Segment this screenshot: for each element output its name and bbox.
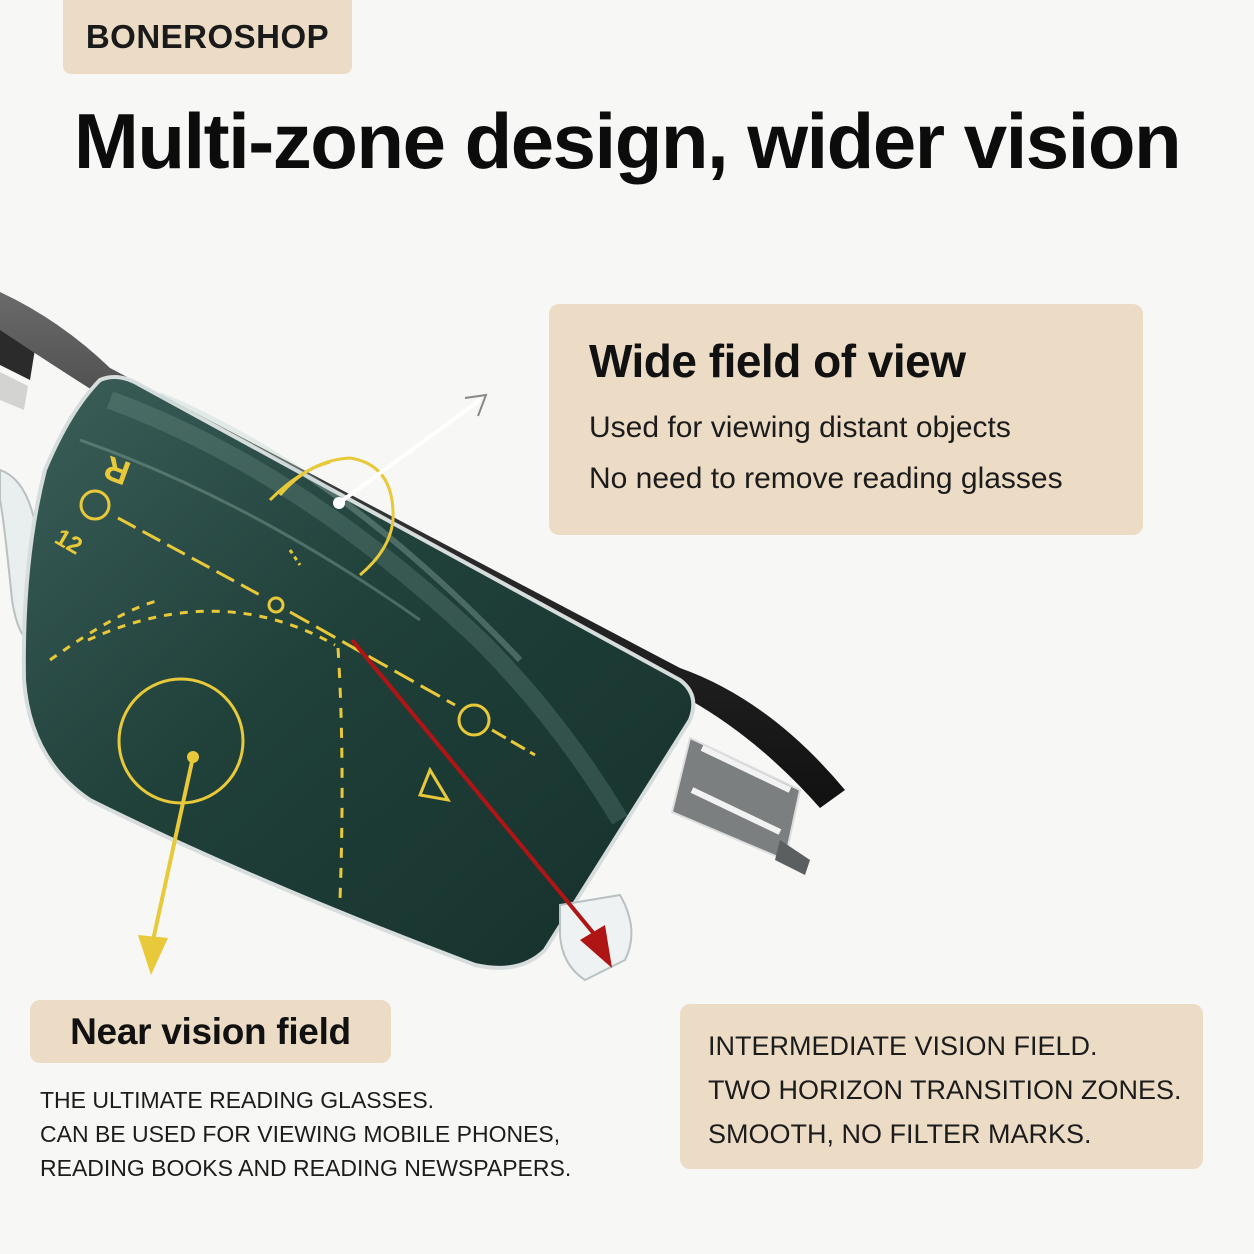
wide-field-arrow	[337, 398, 482, 505]
brand-label: BONEROSHOP	[63, 0, 352, 74]
wide-field-line-2: No need to remove reading glasses	[589, 462, 1063, 495]
intermediate-line-3: SMOOTH, NO FILTER MARKS.	[708, 1119, 1092, 1149]
wide-field-title: Wide field of view	[589, 335, 966, 387]
lens	[21, 374, 696, 970]
near-field-description: THE ULTIMATE READING GLASSES. CAN BE USE…	[40, 1083, 571, 1185]
page-headline: Multi-zone design, wider vision	[73, 97, 1182, 185]
intermediate-line-2: TWO HORIZON TRANSITION ZONES.	[708, 1075, 1182, 1105]
near-field-line-2: CAN BE USED FOR VIEWING MOBILE PHONES,	[40, 1121, 561, 1147]
near-field-line-1: THE ULTIMATE READING GLASSES.	[40, 1087, 435, 1113]
near-field-title: Near vision field	[70, 1010, 351, 1052]
intermediate-field-card: INTERMEDIATE VISION FIELD. TWO HORIZON T…	[680, 1004, 1203, 1169]
near-field-title-card: Near vision field	[30, 1000, 391, 1063]
near-vision-arrow	[150, 756, 195, 946]
wide-field-line-1: Used for viewing distant objects	[589, 411, 1011, 444]
intermediate-arrow	[350, 638, 597, 937]
wide-field-card: Wide field of view Used for viewing dist…	[549, 304, 1143, 535]
near-field-line-3: READING BOOKS AND READING NEWSPAPERS.	[40, 1155, 572, 1181]
intermediate-line-1: INTERMEDIATE VISION FIELD.	[708, 1031, 1098, 1061]
